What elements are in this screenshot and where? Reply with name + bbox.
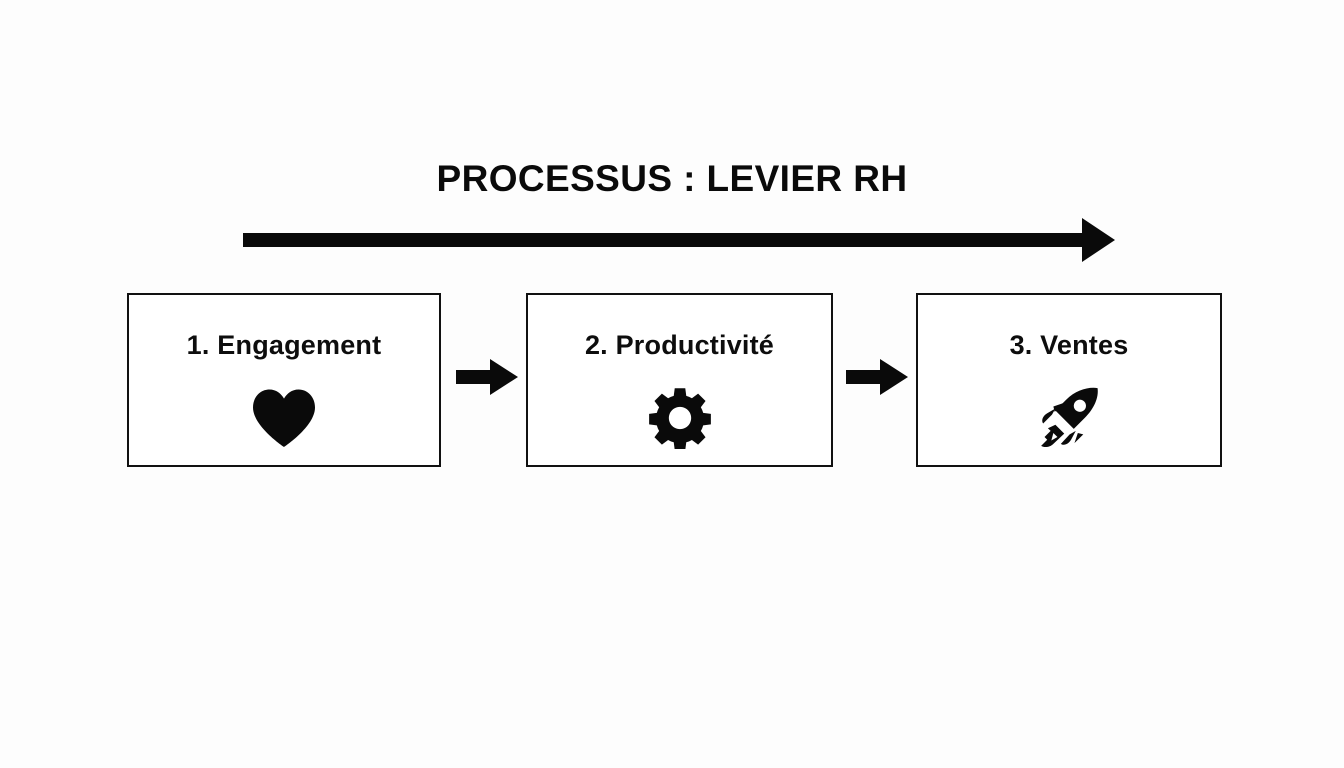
heart-icon xyxy=(129,383,439,453)
step-label: 3. Ventes xyxy=(1009,330,1129,360)
process-step-ventes[interactable]: 3. Ventes xyxy=(916,293,1222,467)
gear-icon xyxy=(528,383,831,453)
rocket-icon xyxy=(918,383,1220,453)
step-label: 2. Productivité xyxy=(584,330,775,360)
step-label: 1. Engagement xyxy=(186,330,382,360)
page-title: PROCESSUS : LEVIER RH xyxy=(436,158,908,199)
process-step-productivite[interactable]: 2. Productivité xyxy=(526,293,833,467)
right-arrow-icon xyxy=(846,358,908,396)
process-step-engagement[interactable]: 1. Engagement xyxy=(127,293,441,467)
right-arrow-icon xyxy=(456,358,518,396)
long-right-arrow-icon xyxy=(243,216,1115,264)
